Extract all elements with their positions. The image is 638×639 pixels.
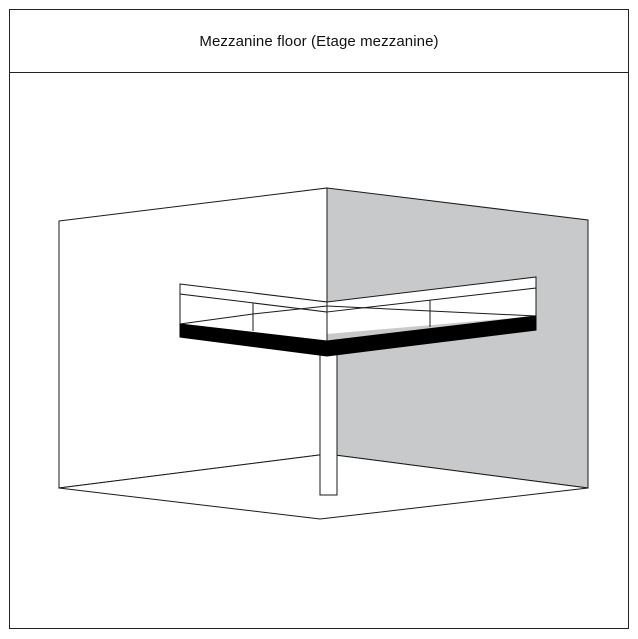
diagram-title: Mezzanine floor (Etage mezzanine) (199, 32, 439, 50)
mezzanine-slab-edge (179, 315, 537, 357)
support-column (319, 351, 338, 496)
slab-inner-edge-left-2 (252, 305, 328, 315)
slab-inner-edge-left (179, 313, 254, 325)
title-bar: Mezzanine floor (Etage mezzanine) (10, 10, 628, 73)
slab-inner-edge-right (326, 305, 537, 317)
